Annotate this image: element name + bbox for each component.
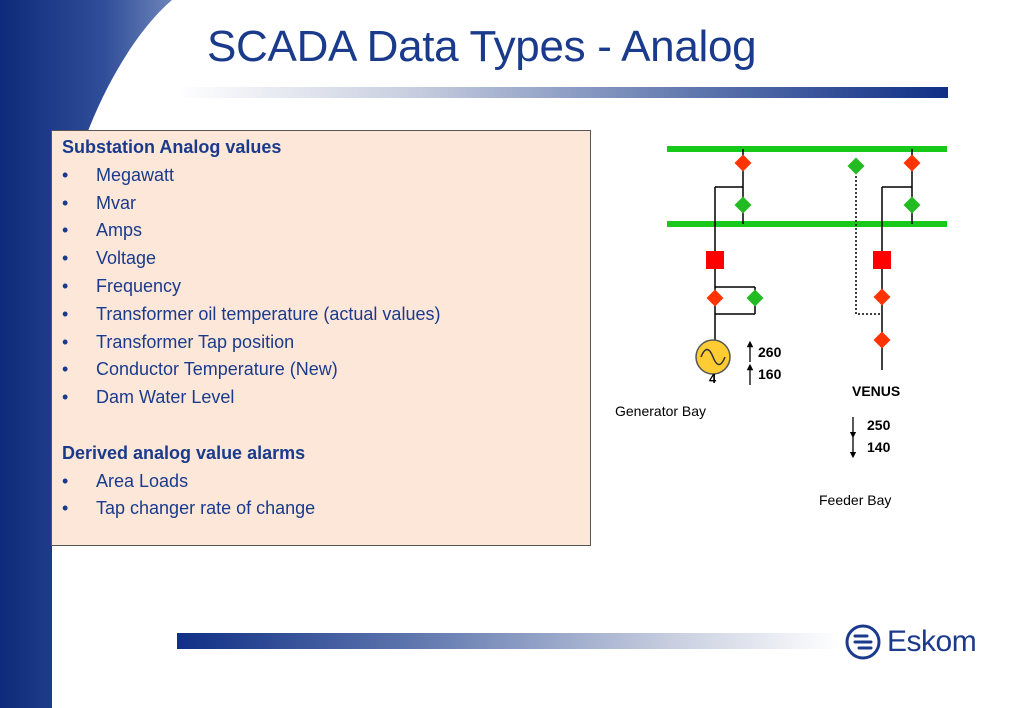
list-item: • Transformer Tap position [62,329,580,357]
generator-number: 4 [709,371,717,386]
bullet: • [62,498,69,519]
feeder-isolator-bottom [873,331,891,349]
bullet: • [62,192,69,213]
list-item-text: Conductor Temperature (New) [96,359,338,380]
eskom-logo-text: Eskom [887,625,977,658]
bullet: • [62,387,69,408]
list-item: • Conductor Temperature (New) [62,356,580,384]
list-item-text: Mvar [96,192,136,213]
busbar-top [667,146,947,152]
list-item: • Voltage [62,245,580,273]
list-item: • Megawatt [62,162,580,190]
list-item: • Dam Water Level [62,384,580,412]
bullet: • [62,470,69,491]
substation-single-line-diagram: 4 260 160 Generator Bay VENUS 250 140 Fe… [615,146,947,508]
analog-values-list: • Megawatt • Mvar • Amps • Voltage • Frequenc… [62,162,580,412]
feeder-name: VENUS [852,383,900,399]
list-item-text: Transformer Tap position [96,331,295,352]
generator-value-2: 160 [758,366,782,382]
feeder-isolator-lower [873,288,891,306]
generator-breaker [706,251,724,269]
bullet: • [62,220,69,241]
section-heading-analog-values: Substation Analog values [62,137,282,157]
feeder-breaker [873,251,891,269]
bullet: • [62,359,69,380]
footer-bar [177,633,840,649]
generator-bay-lines [714,149,756,342]
list-item: • Amps [62,217,580,245]
title-underline-bar [177,87,948,98]
decorative-corner-shape [0,0,172,708]
dotted-bypass-line [855,168,882,315]
slide-title: SCADA Data Types - Analog [207,22,757,71]
eskom-logo-icon [845,624,881,660]
generator-isolator-lower [706,289,724,307]
feeder-value-1: 250 [867,417,891,433]
list-item: • Frequency [62,273,580,301]
list-item-text: Area Loads [96,470,189,491]
list-item-text: Frequency [96,275,182,296]
list-item: • Mvar [62,190,580,218]
generator-isolator-side [746,289,764,307]
eskom-logo: Eskom [845,624,977,660]
generator-isolator-mid [734,196,752,214]
list-item: • Tap changer rate of change [62,495,580,523]
derived-alarms-list: • Area Loads • Tap changer rate of change [62,468,580,524]
bullet: • [62,331,69,352]
generator-value-1: 260 [758,344,782,360]
analog-values-textbox: Substation Analog values • Megawatt • Mvar… [51,130,591,546]
feeder-value-2: 140 [867,439,891,455]
bullet: • [62,248,69,269]
list-item-text: Dam Water Level [96,387,235,408]
list-item-text: Transformer oil temperature (actual valu… [96,303,441,324]
feeder-isolator-dotted [847,157,865,175]
list-item-text: Megawatt [96,164,175,185]
spacer [62,412,580,440]
list-item: • Transformer oil temperature (actual val… [62,301,580,329]
feeder-isolator-mid [903,196,921,214]
generator-sine-icon [700,348,726,366]
list-item-text: Voltage [96,248,157,269]
generator-isolator-top [734,154,752,172]
list-item: • Area Loads [62,468,580,496]
list-item-text: Tap changer rate of change [96,498,316,519]
generator-bay-label: Generator Bay [615,403,706,419]
busbar-bottom [667,221,947,227]
list-item-text: Amps [96,220,143,241]
bullet: • [62,303,69,324]
feeder-bay-label: Feeder Bay [819,492,891,508]
feeder-isolator-top [903,154,921,172]
bullet: • [62,275,69,296]
bullet: • [62,164,69,185]
section-heading-derived-alarms: Derived analog value alarms [62,442,306,463]
